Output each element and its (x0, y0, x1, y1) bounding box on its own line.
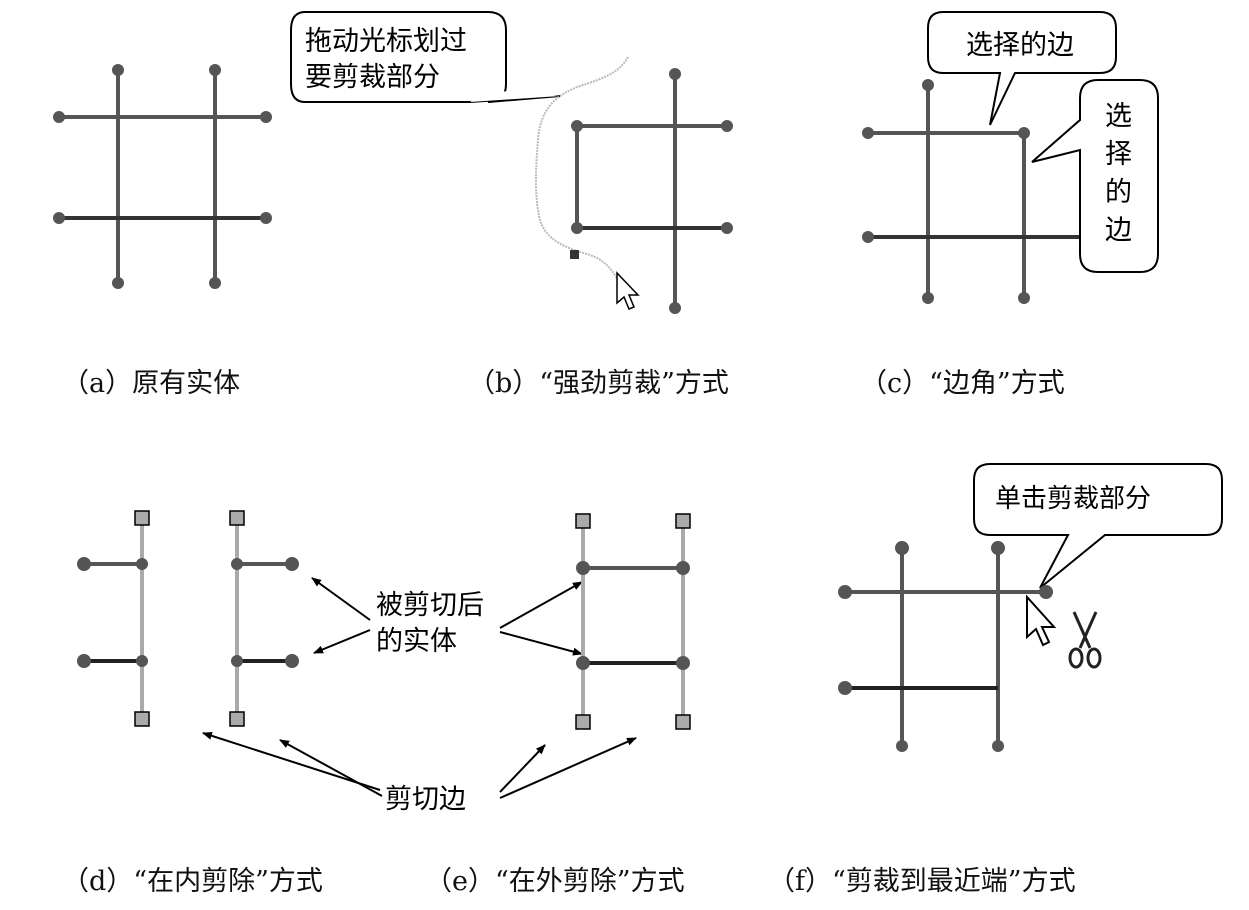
panel-f-caption: （f）“剪裁到最近端”方式 (768, 866, 1076, 897)
panel-c-callout-side-char2: 择 (1105, 139, 1132, 170)
panel-c-sketch (862, 79, 1080, 304)
panel-c-callout-side-char3: 的 (1105, 177, 1132, 208)
panel-b-callout: 拖动光标划过 要剪裁部分 (290, 11, 561, 103)
panel-b-callout-line2: 要剪裁部分 (305, 62, 440, 93)
panel-a-caption: （a）原有实体 (62, 368, 240, 399)
trimmed-entities-label: 被剪切后 的实体 (376, 590, 484, 657)
panel-f-callout: 单击剪裁部分 (973, 463, 1223, 589)
panel-c-caption: （c）“边角”方式 (860, 368, 1065, 399)
panel-c-callout-top-text: 选择的边 (966, 30, 1074, 61)
panel-b-trimmed-sketch (571, 68, 733, 314)
panel-e-trim-edges (581, 520, 685, 722)
panel-c-callout-side-char4: 边 (1105, 215, 1132, 246)
trim-edge-label: 剪切边 (385, 784, 466, 815)
panel-b-cursor-icon (616, 271, 640, 310)
panel-c-callout-side-char1: 选 (1105, 101, 1132, 132)
panel-b-drag-point (570, 250, 579, 259)
panel-f-cursor-icon (1026, 594, 1057, 647)
panel-b-callout-line1: 拖动光标划过 (305, 26, 467, 57)
trimmed-label-line1: 被剪切后 (376, 590, 484, 621)
panel-b-caption: （b）“强劲剪裁”方式 (468, 368, 729, 399)
panel-d-trim-edges (140, 518, 239, 719)
trimmed-label-line2: 的实体 (376, 626, 457, 657)
panel-b-drag-path (534, 56, 629, 281)
panel-c-callout-top: 选择的边 (927, 11, 1117, 126)
panel-d-handles (134, 510, 245, 727)
panel-c-callout-side: 选 择 的 边 (1031, 79, 1159, 273)
panel-e-caption: （e）“在外剪除”方式 (425, 866, 685, 897)
panel-e-trimmed-entities (576, 561, 690, 670)
panel-f-callout-text: 单击剪裁部分 (995, 484, 1151, 514)
trim-edge-arrows (202, 731, 637, 799)
panel-f-scissors-icon (1068, 611, 1102, 669)
trimmed-entities-arrows (311, 577, 583, 656)
panel-a-original-sketch (53, 64, 272, 289)
panel-d-caption: （d）“在内剪除”方式 (62, 866, 323, 897)
panel-e-handles (575, 513, 691, 730)
panel-f-sketch (838, 541, 1053, 752)
panel-d-trimmed-entities (77, 557, 299, 668)
